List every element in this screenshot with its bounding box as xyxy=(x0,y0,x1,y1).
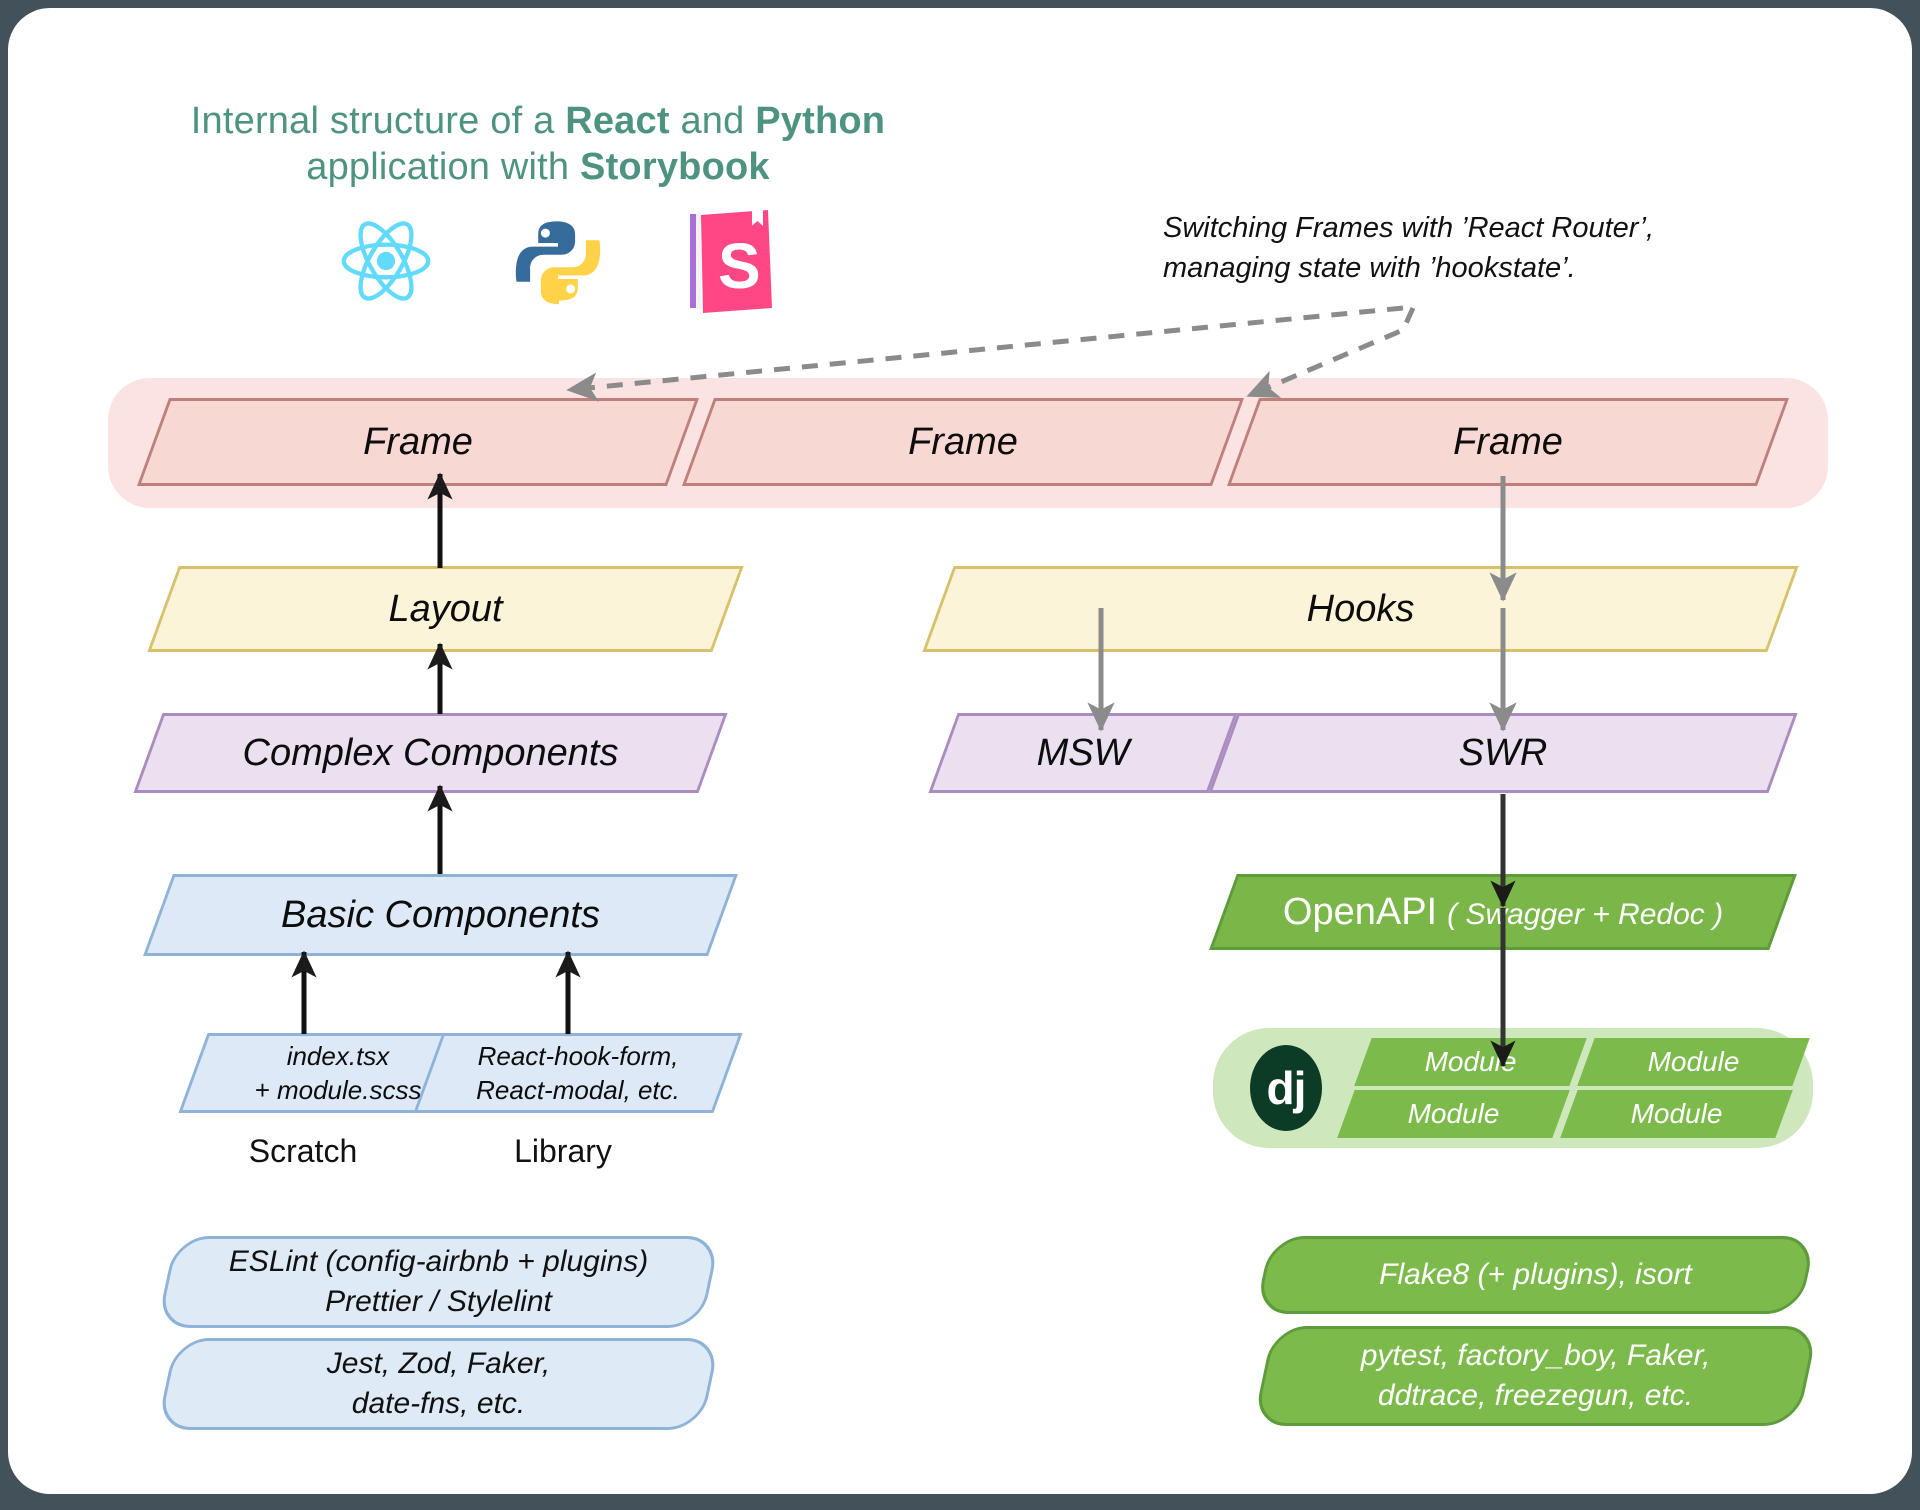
complex-components-label: Complex Components xyxy=(242,731,619,774)
title-react: React xyxy=(565,100,670,142)
complex-components-box[interactable]: Complex Components xyxy=(133,713,728,793)
annotation-line-2: managing state with ’hookstate’. xyxy=(1163,252,1576,284)
tooling-pill-flake8[interactable]: Flake8 (+ plugins), isort xyxy=(1254,1236,1817,1314)
tooling-pill-flake8-label: Flake8 (+ plugins), isort xyxy=(1379,1258,1692,1291)
source-box-library[interactable]: React-hook-form, React-modal, etc. xyxy=(413,1033,743,1113)
diagram-card: Internal structure of a React and Python… xyxy=(8,8,1912,1494)
basic-components-label: Basic Components xyxy=(281,893,600,936)
hooks-box[interactable]: Hooks xyxy=(922,566,1799,652)
tooling-pill-jest-label: Jest, Zod, Faker, date-fns, etc. xyxy=(326,1347,551,1420)
svg-text:S: S xyxy=(718,230,761,302)
python-logo-icon xyxy=(515,221,601,305)
tooling-pill-pytest-label: pytest, factory_boy, Faker, ddtrace, fre… xyxy=(1360,1339,1711,1412)
tooling-pill-eslint[interactable]: ESLint (config-airbnb + plugins) Prettie… xyxy=(156,1236,721,1328)
django-logo-icon: dj xyxy=(1250,1045,1322,1131)
django-module-2-label: Module xyxy=(1647,1046,1740,1077)
source-box-library-label: React-hook-form, React-modal, etc. xyxy=(476,1041,680,1105)
django-module-2[interactable]: Module xyxy=(1577,1038,1810,1086)
title-storybook: Storybook xyxy=(580,146,770,188)
hooks-box-label: Hooks xyxy=(1306,587,1415,630)
django-module-3-label: Module xyxy=(1407,1098,1500,1129)
django-mark-text: dj xyxy=(1266,1062,1307,1114)
frame-box-1-label: Frame xyxy=(363,420,473,463)
swr-box[interactable]: SWR xyxy=(1208,713,1798,793)
django-module-4[interactable]: Module xyxy=(1560,1090,1793,1138)
django-module-4-label: Module xyxy=(1630,1098,1723,1129)
msw-box[interactable]: MSW xyxy=(928,713,1238,793)
title-python: Python xyxy=(755,100,886,142)
storybook-logo-icon: S xyxy=(690,210,772,313)
caption-scratch: Scratch xyxy=(248,1133,358,1169)
frame-box-3-label: Frame xyxy=(1453,420,1563,463)
source-box-scratch-label: index.tsx + module.scss xyxy=(254,1041,422,1105)
swr-box-label: SWR xyxy=(1458,731,1548,774)
openapi-title: OpenAPI xyxy=(1282,890,1438,933)
frame-box-3[interactable]: Frame xyxy=(1226,398,1790,486)
tooling-pill-jest[interactable]: Jest, Zod, Faker, date-fns, etc. xyxy=(156,1338,721,1430)
django-module-1[interactable]: Module xyxy=(1354,1038,1587,1086)
msw-box-label: MSW xyxy=(1036,731,1130,774)
django-module-1-label: Module xyxy=(1424,1046,1517,1077)
openapi-box[interactable]: OpenAPI ( Swagger + Redoc ) xyxy=(1209,874,1797,950)
annotation-line-1: Switching Frames with ’React Router’, xyxy=(1163,212,1655,244)
react-logo-icon xyxy=(341,221,431,301)
layout-box[interactable]: Layout xyxy=(147,566,744,652)
source-box-scratch[interactable]: index.tsx + module.scss xyxy=(178,1033,498,1113)
title-part-3: application with xyxy=(306,146,581,188)
openapi-subtitle: ( Swagger + Redoc ) xyxy=(1447,897,1724,931)
openapi-box-labels: OpenAPI ( Swagger + Redoc ) xyxy=(1283,891,1723,934)
diagram-stage: Internal structure of a React and Python… xyxy=(8,8,1912,1494)
caption-library: Library xyxy=(514,1133,612,1169)
tooling-pill-pytest[interactable]: pytest, factory_boy, Faker, ddtrace, fre… xyxy=(1252,1326,1819,1426)
page-title: Internal structure of a React and Python… xyxy=(128,98,948,190)
frame-box-2-label: Frame xyxy=(908,420,1018,463)
frame-box-2[interactable]: Frame xyxy=(681,398,1245,486)
tooling-pill-eslint-label: ESLint (config-airbnb + plugins) Prettie… xyxy=(228,1245,649,1318)
title-part-2: and xyxy=(669,100,756,142)
django-module-3[interactable]: Module xyxy=(1337,1090,1570,1138)
layout-box-label: Layout xyxy=(388,587,503,630)
basic-components-box[interactable]: Basic Components xyxy=(143,874,738,956)
frame-box-1[interactable]: Frame xyxy=(136,398,700,486)
router-annotation: Switching Frames with ’React Router’, ma… xyxy=(1163,208,1863,288)
title-part-1: Internal structure of a xyxy=(190,100,566,142)
